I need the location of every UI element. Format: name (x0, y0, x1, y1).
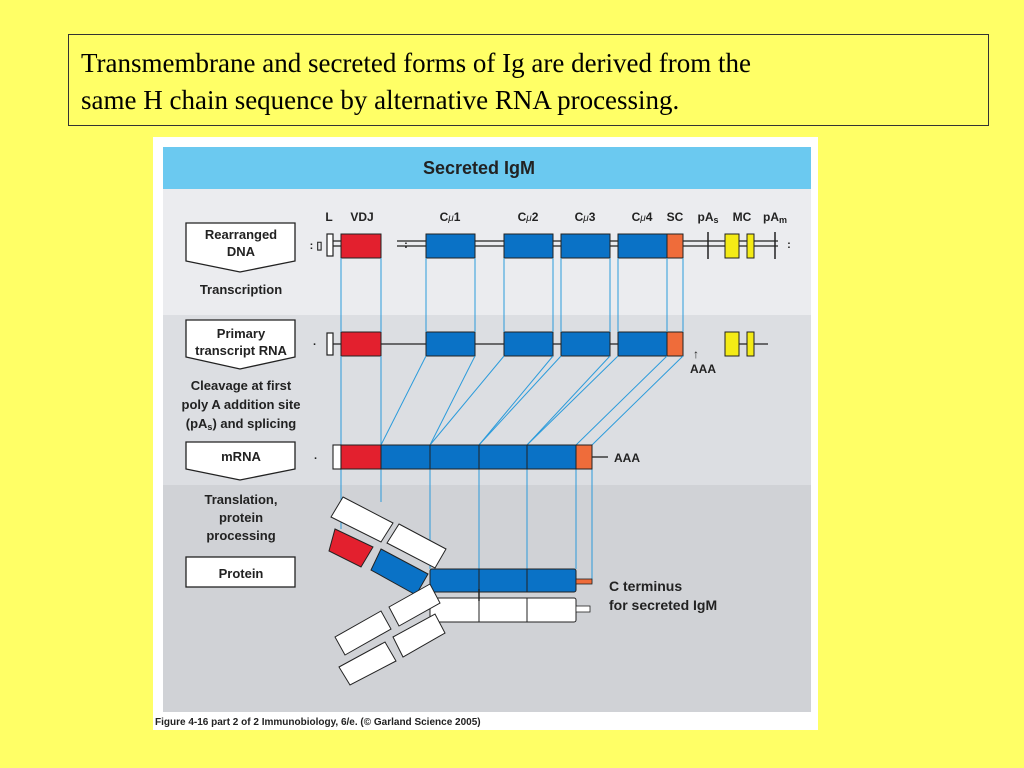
igm-heavy-chain (328, 496, 593, 596)
svg-text:protein: protein (219, 510, 263, 525)
rearranged-dna-row: : ▯ : : (306, 232, 796, 259)
mrna-aaa-label: AAA (614, 451, 640, 465)
pt-sc-exon (666, 331, 684, 357)
pt-cmu2-exon (503, 331, 554, 357)
svg-text:·: · (314, 453, 318, 465)
slide-title: Transmembrane and secreted forms of Ig a… (68, 34, 989, 126)
label-L: L (325, 210, 332, 224)
mrna-cmu1-exon (380, 444, 431, 470)
step-cleavage-label: Cleavage at first poly A addition site (… (182, 378, 301, 432)
pt-mc-exon-1 (724, 331, 740, 357)
slide-title-line-2: same H chain sequence by alternative RNA… (81, 85, 680, 115)
cleavage-arrow: ↑ (693, 347, 699, 361)
step-rearranged-dna: Rearranged DNA (185, 222, 296, 273)
c-terminus-label: C terminus for secreted IgM (609, 578, 717, 613)
protein-vdj-domain (328, 528, 374, 568)
label-pAm: pAm (763, 210, 787, 225)
svg-text:for secreted IgM: for secreted IgM (609, 597, 717, 613)
svg-text:mRNA: mRNA (221, 449, 261, 464)
pt-cmu4-exon (617, 331, 668, 357)
leader-exon (326, 233, 334, 257)
svg-text:DNA: DNA (227, 244, 256, 259)
svg-text:Translation,: Translation, (205, 492, 278, 507)
slide-title-line-1: Transmembrane and secreted forms of Ig a… (81, 48, 752, 78)
svg-text:C terminus: C terminus (609, 578, 682, 594)
dna-mc-exon-1 (724, 233, 740, 259)
figure-caption: Figure 4-16 part 2 of 2 Immunobiology, 6… (155, 717, 481, 728)
pt-mc-exon-2 (746, 331, 755, 357)
pt-cmu3-exon (560, 331, 611, 357)
label-cmu3: Cμ3 (575, 210, 596, 224)
label-cmu1: Cμ1 (440, 210, 461, 224)
dna-cmu2-exon (503, 233, 554, 259)
mrna-row: · AAA (314, 444, 640, 470)
mrna-cmu4-exon (526, 444, 577, 470)
step-translation-label: Translation, protein processing (205, 492, 278, 543)
svg-text::: : (404, 239, 408, 251)
mrna-sc-exon (575, 444, 593, 470)
label-VDJ: VDJ (350, 210, 373, 224)
mrna-cmu3-exon (478, 444, 528, 470)
svg-text:Rearranged: Rearranged (205, 227, 277, 242)
header-band (163, 147, 811, 189)
svg-text::: : (787, 239, 791, 251)
svg-text:Primary: Primary (217, 326, 266, 341)
label-SC: SC (667, 210, 684, 224)
dna-cmu3-exon (560, 233, 611, 259)
secreted-tail (575, 578, 593, 585)
svg-text:: ▯: : ▯ (310, 240, 323, 252)
igm-processing-figure: Secreted IgM L VDJ Cμ1 Cμ2 Cμ3 Cμ4 SC pA… (153, 137, 818, 730)
igm-heavy-chain-2 (334, 583, 591, 686)
pt-vdj-exon (340, 331, 382, 357)
dna-cmu1-exon (425, 233, 476, 259)
svg-text:poly A addition site: poly A addition site (182, 397, 301, 412)
label-cmu4: Cμ4 (632, 210, 653, 224)
svg-text:Protein: Protein (219, 566, 264, 581)
label-MC: MC (733, 210, 752, 224)
primary-aaa-label: AAA (690, 362, 716, 376)
svg-text:transcript RNA: transcript RNA (195, 343, 287, 358)
dna-cmu4-exon (617, 233, 668, 259)
dna-vdj-exon (340, 233, 382, 259)
mrna-vdj-exon (340, 444, 382, 470)
figure-header: Secreted IgM (423, 158, 535, 178)
svg-text:Cleavage at first: Cleavage at first (191, 378, 292, 393)
step-primary-transcript: Primary transcript RNA (185, 319, 296, 370)
pt-cmu1-exon (425, 331, 476, 357)
dna-mc-exon-2 (746, 233, 755, 259)
svg-text:·: · (313, 339, 317, 351)
step-protein: Protein (185, 556, 296, 588)
label-cmu2: Cμ2 (518, 210, 539, 224)
label-pAs: pAs (697, 210, 718, 225)
svg-text:(pAs) and splicing: (pAs) and splicing (186, 416, 297, 432)
primary-transcript-row: · ↑ AAA (313, 331, 768, 376)
gene-labels: L VDJ Cμ1 Cμ2 Cμ3 Cμ4 SC pAs MC pAm (325, 210, 787, 225)
step-transcription-label: Transcription (200, 282, 282, 297)
dna-sc-exon (666, 233, 684, 259)
mrna-cmu2-exon (429, 444, 480, 470)
step-mrna: mRNA (185, 441, 296, 481)
light-chain-v-domain (330, 496, 394, 543)
svg-text:processing: processing (206, 528, 275, 543)
light-chain-c-domain (386, 523, 447, 569)
igm-diagram-svg: Secreted IgM L VDJ Cμ1 Cμ2 Cμ3 Cμ4 SC pA… (153, 137, 818, 730)
